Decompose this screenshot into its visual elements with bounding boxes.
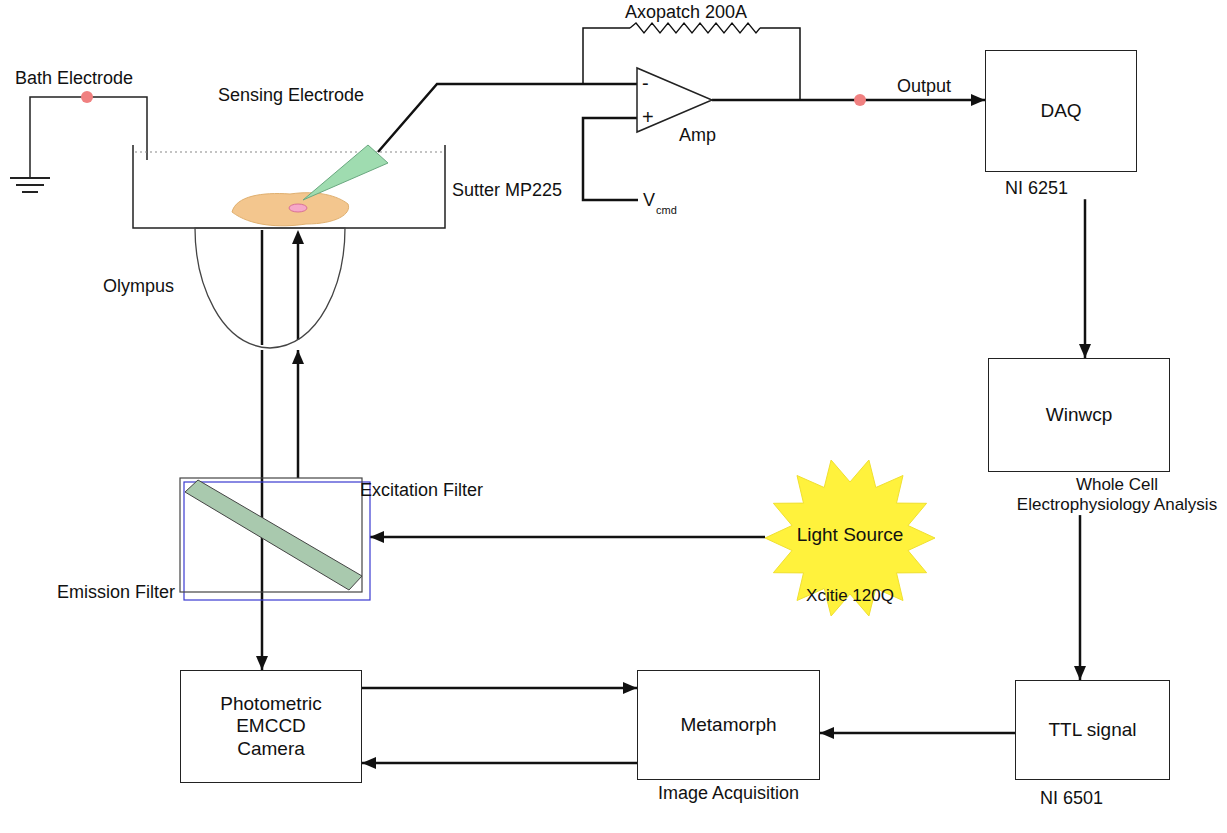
filter-cube-node: Excitation FilterEmission Filter — [180, 478, 370, 600]
box-text: Winwcp — [1046, 404, 1113, 426]
text-holder: DAQ — [986, 51, 1136, 171]
box-caption: Amp — [679, 125, 716, 146]
instrument-name: Axopatch 200A — [625, 2, 747, 23]
light-source: Light SourceXcitie 120Q — [765, 458, 935, 618]
amplifier-triangle — [637, 68, 712, 132]
box-caption: Emission Filter — [20, 582, 175, 603]
process-box-node: WinwcpWhole Cell Electrophysiology Analy… — [988, 358, 1170, 515]
box-caption: Olympus — [103, 276, 174, 297]
box-caption: NI 6251 — [1005, 178, 1068, 199]
ground-symbol — [10, 178, 50, 192]
signal-arrow — [1084, 199, 1087, 358]
camera-box: Photometric EMCCD Camera — [180, 670, 362, 783]
box-caption: NI 6501 — [1040, 788, 1103, 809]
text-holder: Metamorph — [638, 671, 819, 779]
signal-subscript: cmd — [656, 204, 677, 217]
box-text: TTL signal — [1049, 719, 1137, 741]
objective-lens-outline — [195, 228, 345, 350]
process-box: Metamorph — [637, 670, 820, 780]
box-text: Metamorph — [680, 714, 776, 736]
box-caption: Excitation Filter — [360, 480, 483, 501]
box-caption: Image Acquisition — [637, 783, 820, 804]
amplifier-symbol: -+Amp — [637, 65, 712, 135]
signal-name: V — [643, 190, 655, 211]
signal-arrow — [712, 99, 985, 102]
process-box: TTL signal — [1015, 680, 1170, 780]
part-name: Sensing Electrode — [218, 85, 364, 106]
pipette — [303, 145, 388, 200]
text-holder: Photometric EMCCD Camera — [181, 671, 361, 782]
text-holder: Winwcp — [989, 359, 1169, 471]
process-box-node: TTL signal NI 6501 — [1015, 680, 1170, 809]
process-box: DAQ — [985, 50, 1137, 172]
signal-arrow — [820, 732, 1015, 735]
amplifier-symbol-node: -+Amp — [637, 65, 712, 135]
dichroic-mirror — [185, 480, 362, 590]
edge-label: Output — [895, 76, 953, 97]
process-box: Winwcp — [988, 358, 1170, 472]
box-caption: Xcitie 120Q — [765, 586, 935, 606]
signal-arrow — [1079, 515, 1082, 680]
light-source-node: Light SourceXcitie 120Q — [765, 458, 935, 618]
part-name: Bath Electrode — [15, 68, 133, 89]
feedback-resistor — [630, 23, 760, 33]
signal-arrow — [362, 687, 637, 690]
signal-arrow — [297, 350, 300, 478]
signal-arrow — [370, 536, 765, 539]
probe-dot — [854, 94, 866, 106]
box-caption: + — [642, 106, 654, 130]
box-caption: - — [642, 72, 649, 96]
cell — [232, 193, 349, 226]
bath-dish — [133, 145, 445, 228]
light-burst — [765, 460, 935, 616]
part-name: Sutter MP225 — [452, 180, 562, 201]
box-caption: Whole Cell Electrophysiology Analysis — [1012, 475, 1222, 515]
nucleus — [289, 204, 307, 212]
filter-cube: Excitation FilterEmission Filter — [180, 478, 370, 600]
box-text: Photometric EMCCD Camera — [209, 693, 334, 760]
bath-electrode-wire — [30, 97, 147, 178]
light-path — [261, 230, 264, 345]
feedback-wire — [760, 28, 800, 100]
camera-box-node: Photometric EMCCD Camera — [180, 670, 362, 783]
command-wire — [583, 118, 638, 200]
lens-outline — [195, 228, 345, 348]
process-box-node: DAQ NI 6251 — [985, 50, 1137, 199]
light-arrowhead — [292, 230, 304, 244]
light-path — [297, 244, 300, 340]
feedback-wire — [583, 28, 630, 84]
process-box-node: MetamorphImage Acquisition — [637, 670, 820, 804]
objective-lens-node: Olympus — [195, 228, 345, 350]
probe-dot — [81, 91, 93, 103]
box-text: DAQ — [1040, 100, 1081, 122]
objective-lens: Olympus — [195, 228, 345, 350]
signal-arrow — [261, 350, 264, 670]
filter-cube-outline — [180, 478, 370, 600]
signal-arrow — [362, 762, 637, 765]
text-holder: TTL signal — [1016, 681, 1169, 779]
water-level — [135, 151, 443, 152]
filter-outline — [180, 478, 362, 592]
box-caption: Light Source — [765, 524, 935, 546]
